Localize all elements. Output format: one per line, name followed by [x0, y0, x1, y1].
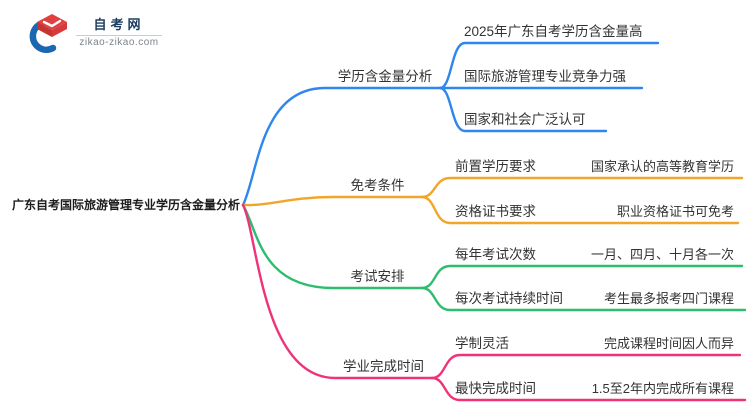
- zikao-logo-icon: [29, 14, 67, 53]
- site-logo: 自考网 zikao-zikao.com: [26, 10, 162, 56]
- row-exemption-1: 前置学历要求 国家承认的高等教育学历: [450, 157, 742, 176]
- row-key: 前置学历要求: [455, 159, 536, 174]
- branch-label-quality: 学历含金量分析: [337, 69, 433, 84]
- row-schedule-2: 每次考试持续时间 考生最多报考四门课程: [450, 289, 742, 308]
- leaf-quality-1: 2025年广东自考学历含金量高: [464, 24, 643, 39]
- branch-label-completion: 学业完成时间: [343, 359, 424, 374]
- branch-label-schedule: 考试安排: [350, 269, 405, 284]
- row-value: 1.5至2年内完成所有课程: [591, 381, 734, 396]
- row-key: 学制灵活: [455, 336, 509, 351]
- row-exemption-2: 资格证书要求 职业资格证书可免考: [450, 202, 742, 221]
- branch-lines-completion: [241, 203, 747, 402]
- logo-divider: [76, 35, 162, 36]
- row-value: 职业资格证书可免考: [616, 204, 734, 219]
- row-key: 每年考试次数: [455, 247, 536, 262]
- branch-lines-schedule: [241, 203, 747, 312]
- branch-lines-quality: [241, 41, 660, 207]
- row-value: 完成课程时间因人而异: [603, 336, 734, 351]
- branch-lines-exemption: [241, 176, 744, 225]
- row-value: 考生最多报考四门课程: [603, 291, 734, 306]
- branch-label-exemption: 免考条件: [350, 178, 405, 193]
- row-key: 资格证书要求: [455, 204, 536, 219]
- site-url: zikao-zikao.com: [79, 37, 159, 48]
- row-key: 最快完成时间: [455, 381, 536, 396]
- row-value: 一月、四月、十月各一次: [590, 247, 734, 262]
- row-value: 国家承认的高等教育学历: [590, 159, 734, 174]
- row-schedule-1: 每年考试次数 一月、四月、十月各一次: [450, 245, 742, 264]
- leaf-quality-3: 国家和社会广泛认可: [464, 112, 586, 127]
- root-topic: 广东自考国际旅游管理专业学历含金量分析: [12, 198, 241, 212]
- row-key: 每次考试持续时间: [455, 291, 563, 306]
- row-completion-2: 最快完成时间 1.5至2年内完成所有课程: [450, 379, 742, 398]
- site-name: 自考网: [93, 17, 145, 32]
- leaf-quality-2: 国际旅游管理专业竞争力强: [464, 69, 626, 84]
- row-completion-1: 学制灵活 完成课程时间因人而异: [450, 334, 742, 353]
